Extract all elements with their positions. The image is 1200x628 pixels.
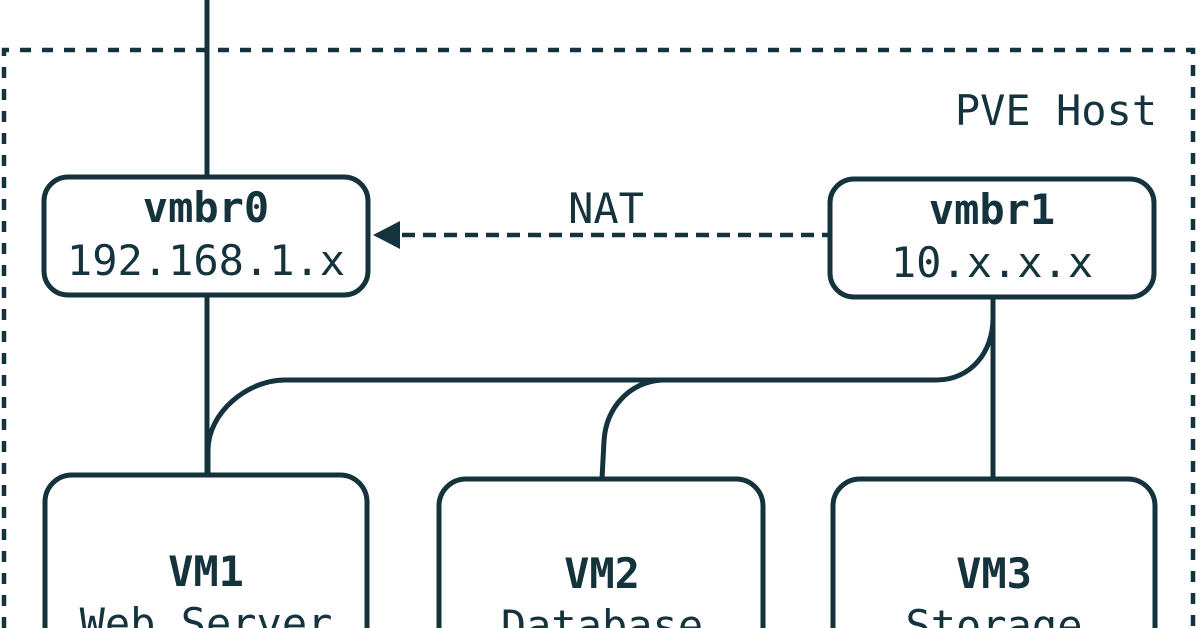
labels-group: PVE Host NAT vmbr0 192.168.1.x vmbr1 10.… xyxy=(67,86,1157,628)
node-box-vm3 xyxy=(830,476,1158,628)
nat-arrowhead-icon xyxy=(373,221,400,249)
node-boxes-group xyxy=(41,174,1158,628)
vmbr1-name: vmbr1 xyxy=(929,185,1055,234)
node-box-vm2 xyxy=(436,476,766,628)
vm1-name: VM1 xyxy=(168,547,244,596)
node-box-vm1 xyxy=(42,472,370,628)
vmbr0-subnet: 192.168.1.x xyxy=(67,236,345,285)
vm3-name: VM3 xyxy=(956,549,1032,598)
nat-edge-label: NAT xyxy=(568,184,644,233)
edges-group xyxy=(204,0,996,480)
node-box-vmbr0 xyxy=(41,174,371,298)
vm3-role: Storage xyxy=(905,601,1082,628)
edge-vmbr1-to-vm1 xyxy=(205,296,996,475)
pve-host-boundary-group xyxy=(1,47,1196,628)
pve-host-boundary xyxy=(1,47,1196,628)
vm2-name: VM2 xyxy=(564,549,640,598)
node-box-vmbr1 xyxy=(827,176,1157,300)
vm1-role: Web Server xyxy=(80,599,333,628)
vm2-role: Database xyxy=(501,601,703,628)
vmbr0-name: vmbr0 xyxy=(143,183,269,232)
edge-vmbr1-to-vm2 xyxy=(599,377,663,480)
vmbr1-subnet: 10.x.x.x xyxy=(891,238,1093,287)
pve-host-label: PVE Host xyxy=(955,86,1157,135)
